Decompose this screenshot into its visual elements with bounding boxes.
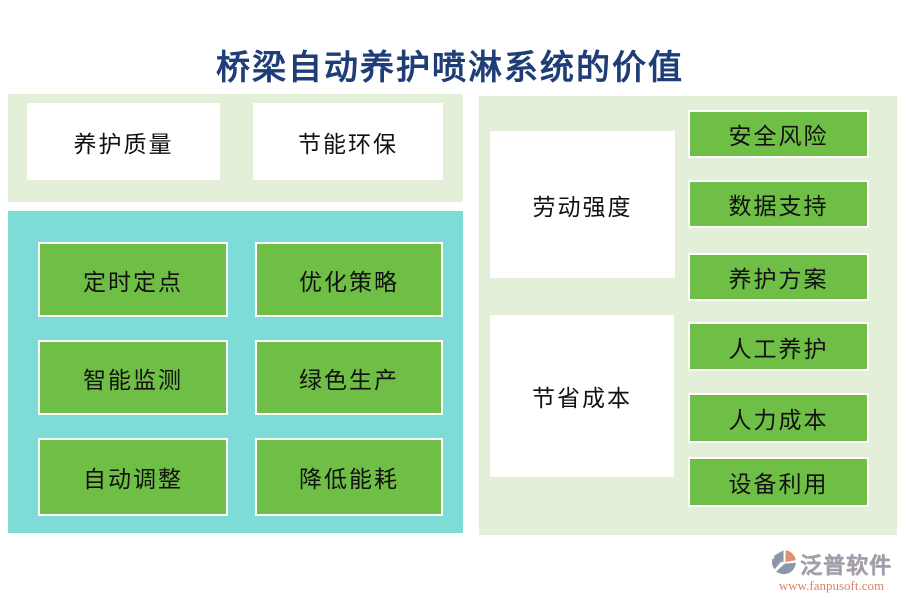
value-node-manual-maintenance: 人工养护 bbox=[688, 322, 869, 371]
feature-node-label: 自动调整 bbox=[83, 467, 183, 492]
value-node-label: 数据支持 bbox=[728, 194, 829, 219]
value-groups-panel: 劳动强度 安全风险 数据支持 养护方案 节省成本 人工养护 人力成本 设备利用 bbox=[479, 96, 897, 535]
feature-node-label: 降低能耗 bbox=[299, 467, 399, 492]
value-node-equipment-utilization: 设备利用 bbox=[688, 457, 869, 507]
value-node-maintenance-plan: 养护方案 bbox=[688, 253, 869, 301]
value-node-labor-cost: 人力成本 bbox=[688, 393, 869, 443]
brand-name: 泛普软件 bbox=[799, 553, 892, 578]
group-header-cost-saving: 节省成本 bbox=[490, 315, 674, 477]
value-node-label: 人力成本 bbox=[728, 408, 829, 433]
feature-node-label: 智能监测 bbox=[83, 367, 183, 393]
value-node-safety-risk: 安全风险 bbox=[688, 110, 869, 158]
benefit-node-label: 养护质量 bbox=[73, 131, 174, 157]
brand-watermark: 泛普软件 www.fanpusoft.com bbox=[771, 548, 892, 594]
page-title: 桥梁自动养护喷淋系统的价值 bbox=[216, 50, 684, 87]
group-header-label: 劳动强度 bbox=[532, 194, 633, 220]
value-node-data-support: 数据支持 bbox=[688, 180, 869, 228]
feature-node-green-production: 绿色生产 bbox=[255, 340, 443, 415]
feature-node-label: 定时定点 bbox=[83, 269, 183, 295]
benefit-node-energy-saving: 节能环保 bbox=[253, 103, 443, 180]
brand-url: www.fanpusoft.com bbox=[778, 578, 885, 593]
group-header-labor-intensity: 劳动强度 bbox=[490, 131, 675, 278]
feature-node-label: 优化策略 bbox=[299, 269, 399, 295]
value-node-label: 养护方案 bbox=[728, 267, 829, 292]
feature-node-reduce-energy: 降低能耗 bbox=[255, 438, 443, 516]
value-node-label: 安全风险 bbox=[728, 124, 829, 149]
value-node-label: 设备利用 bbox=[728, 472, 829, 497]
benefit-node-label: 节能环保 bbox=[298, 131, 398, 157]
features-panel: 定时定点 优化策略 智能监测 绿色生产 自动调整 降低能耗 bbox=[8, 211, 463, 533]
fanpu-logo-icon bbox=[771, 549, 797, 580]
value-node-label: 人工养护 bbox=[728, 336, 829, 362]
feature-node-optimized-strategy: 优化策略 bbox=[255, 242, 443, 317]
benefit-node-maintenance-quality: 养护质量 bbox=[27, 103, 220, 180]
feature-node-scheduled-spraying: 定时定点 bbox=[38, 242, 228, 317]
feature-node-smart-monitoring: 智能监测 bbox=[38, 340, 228, 415]
feature-node-auto-adjust: 自动调整 bbox=[38, 438, 228, 516]
feature-node-label: 绿色生产 bbox=[299, 367, 399, 393]
group-header-label: 节省成本 bbox=[532, 386, 632, 411]
top-benefits-panel: 养护质量 节能环保 bbox=[8, 94, 463, 202]
